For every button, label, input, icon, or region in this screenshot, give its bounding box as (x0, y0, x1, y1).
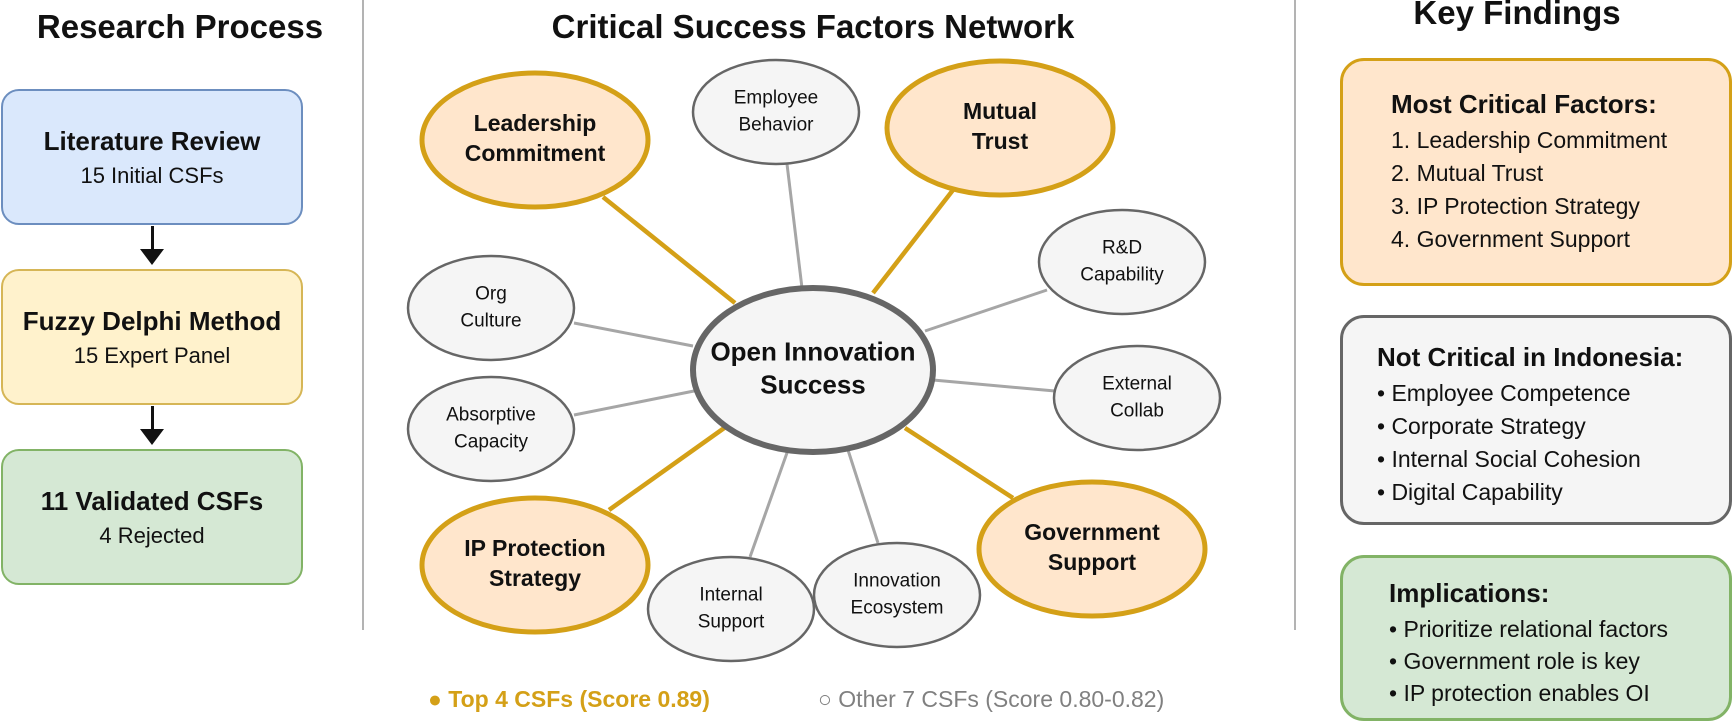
research-process-title: Research Process (36, 8, 324, 45)
node-label: Success (760, 369, 866, 399)
step-subtitle: 15 Initial CSFs (80, 162, 224, 188)
arrow-shaft (151, 226, 154, 250)
node-label: Internal (699, 585, 762, 606)
node-ellipse (690, 285, 936, 455)
node-label: Absorptive (446, 405, 536, 426)
node-label: Collab (1110, 401, 1164, 422)
finding-title: Not Critical in Indonesia: (1377, 342, 1684, 372)
node-ellipse (419, 70, 651, 210)
arrow-shaft (151, 406, 154, 430)
finding-item: • Digital Capability (1377, 479, 1563, 505)
finding-title: Most Critical Factors: (1391, 89, 1657, 119)
node-ellipse (1052, 344, 1222, 452)
node-ellipse (884, 58, 1116, 198)
finding-item: • Prioritize relational factors (1389, 616, 1669, 642)
legend-other-csfs: ○ Other 7 CSFs (Score 0.80-0.82) (818, 686, 1165, 712)
node-ellipse (406, 254, 576, 362)
step-title: Literature Review (43, 125, 261, 156)
edge-ecosystem (846, 449, 880, 544)
node-label: Commitment (465, 140, 606, 166)
node-label: Ecosystem (851, 598, 944, 619)
node-label: External (1102, 374, 1172, 395)
step-validated-csfs: 11 Validated CSFs 4 Rejected (1, 449, 303, 585)
edge-external (932, 378, 1056, 393)
finding-item: 4. Government Support (1391, 226, 1631, 252)
node-ellipse (691, 58, 861, 166)
step-title: Fuzzy Delphi Method (22, 305, 282, 336)
node-label: Employee (734, 88, 819, 109)
node-ellipse (976, 479, 1208, 619)
arrow-down-icon (140, 429, 164, 445)
node-label: Capacity (454, 432, 528, 453)
finding-title: Implications: (1389, 578, 1550, 608)
node-label: Strategy (489, 565, 581, 591)
edge-absorptive (573, 388, 700, 417)
node-label: Innovation (853, 571, 941, 592)
node-label: Trust (972, 128, 1029, 154)
finding-item: • IP protection enables OI (1389, 680, 1650, 706)
network-title: Critical Success Factors Network (551, 8, 1075, 45)
finding-item: 1. Leadership Commitment (1391, 127, 1668, 153)
node-label: R&D (1102, 238, 1142, 259)
node-label: IP Protection (464, 535, 605, 561)
step-subtitle: 15 Expert Panel (73, 342, 231, 368)
left-divider (362, 0, 364, 630)
step-title: 11 Validated CSFs (40, 485, 264, 516)
finding-item: • Employee Competence (1377, 380, 1631, 406)
node-label: Culture (460, 311, 521, 332)
node-label: Org (475, 284, 507, 305)
node-label: Leadership (474, 110, 597, 136)
node-ellipse (406, 375, 576, 483)
finding-item: 3. IP Protection Strategy (1391, 193, 1640, 219)
edge-org (573, 321, 694, 348)
most-critical-box: Most Critical Factors: 1. Leadership Com… (1340, 58, 1732, 286)
node-ellipse (812, 541, 982, 649)
node-ellipse (646, 555, 816, 663)
edge-trust (871, 188, 955, 295)
node-ellipse (1037, 208, 1207, 316)
edge-ip (607, 424, 729, 512)
finding-item: • Corporate Strategy (1377, 413, 1586, 439)
finding-item: • Internal Social Cohesion (1377, 446, 1641, 472)
finding-item: 2. Mutual Trust (1391, 160, 1544, 186)
node-label: Support (698, 612, 765, 633)
not-critical-box: Not Critical in Indonesia: • Employee Co… (1340, 315, 1732, 525)
implications-box: Implications: • Prioritize relational fa… (1340, 555, 1732, 721)
node-label: Mutual (963, 98, 1037, 124)
edge-leadership (601, 195, 737, 305)
node-label: Capability (1080, 265, 1164, 286)
node-label: Support (1048, 549, 1136, 575)
edge-government (903, 426, 1015, 500)
finding-item: • Government role is key (1389, 648, 1640, 674)
step-subtitle: 4 Rejected (99, 522, 205, 548)
step-fuzzy-delphi: Fuzzy Delphi Method 15 Expert Panel (1, 269, 303, 405)
node-ellipse (419, 495, 651, 635)
edge-rd (924, 288, 1048, 333)
arrow-down-icon (140, 249, 164, 265)
edge-employee (785, 163, 804, 289)
node-label: Open Innovation (710, 336, 915, 366)
node-label: Behavior (739, 115, 815, 136)
node-label: Government (1024, 519, 1160, 545)
edge-internal (748, 449, 790, 558)
key-findings-title: Key Findings (1413, 0, 1621, 31)
step-literature-review: Literature Review 15 Initial CSFs (1, 89, 303, 225)
right-divider (1294, 0, 1296, 630)
legend-top-csfs: ● Top 4 CSFs (Score 0.89) (428, 686, 710, 712)
node-rd: R&D Capability (1037, 208, 1207, 316)
